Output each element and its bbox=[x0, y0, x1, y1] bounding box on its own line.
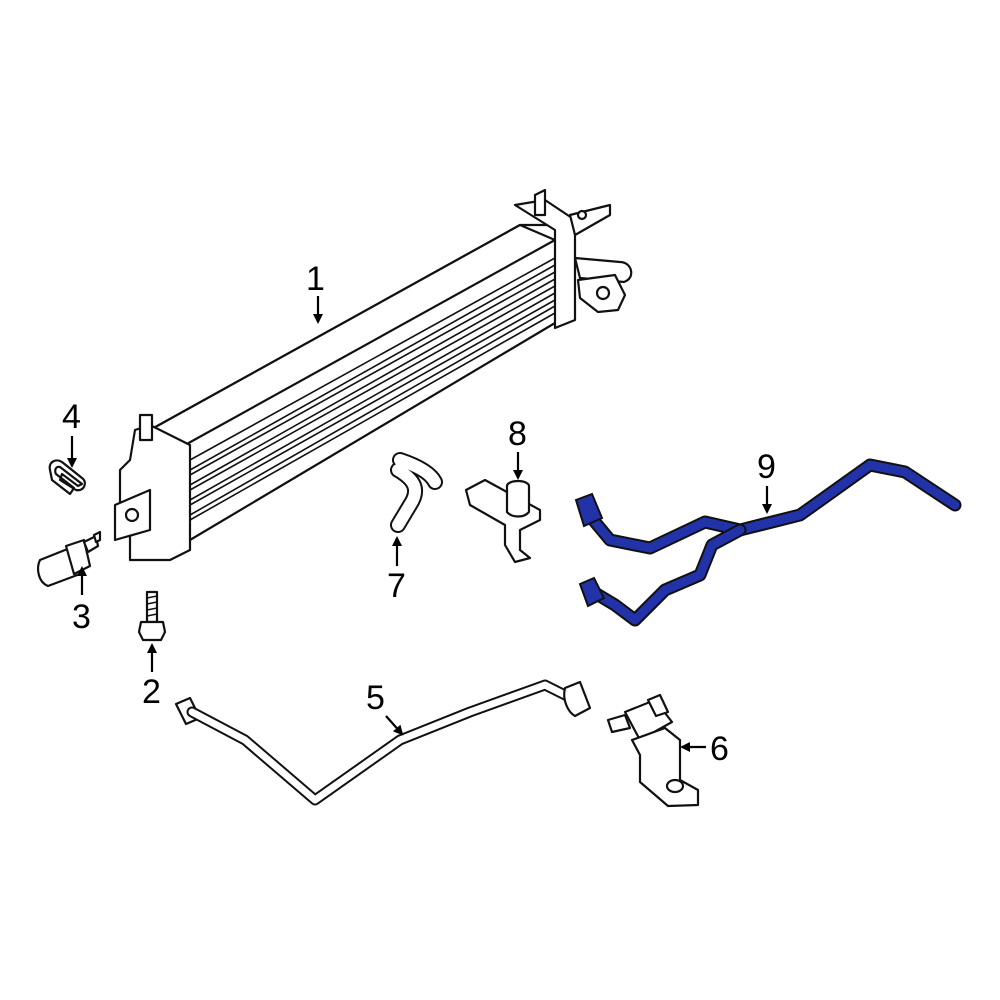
bolt[interactable] bbox=[137, 590, 167, 642]
callout-5: 5 bbox=[366, 679, 404, 736]
retainer-clip[interactable] bbox=[48, 459, 86, 496]
cooler-lines-highlighted[interactable] bbox=[574, 458, 962, 627]
callout-1: 1 bbox=[306, 260, 325, 324]
svg-text:3: 3 bbox=[72, 598, 91, 636]
svg-text:6: 6 bbox=[710, 730, 729, 768]
callout-2: 2 bbox=[142, 643, 161, 711]
svg-text:2: 2 bbox=[142, 673, 161, 711]
oil-cooler[interactable] bbox=[113, 188, 633, 562]
svg-text:1: 1 bbox=[306, 260, 325, 298]
fitting[interactable] bbox=[37, 530, 102, 588]
callout-7: 7 bbox=[387, 536, 406, 605]
svg-text:5: 5 bbox=[366, 679, 385, 717]
cooler-line[interactable] bbox=[174, 679, 592, 806]
callout-8: 8 bbox=[508, 415, 527, 480]
svg-text:9: 9 bbox=[757, 448, 776, 486]
hose[interactable] bbox=[390, 452, 443, 533]
svg-text:7: 7 bbox=[387, 567, 406, 605]
valve[interactable] bbox=[606, 693, 700, 808]
callout-3: 3 bbox=[72, 566, 91, 636]
svg-text:8: 8 bbox=[508, 415, 527, 453]
callout-6: 6 bbox=[680, 730, 729, 768]
callout-4: 4 bbox=[62, 398, 81, 468]
callout-9: 9 bbox=[757, 448, 776, 514]
svg-text:4: 4 bbox=[62, 398, 81, 436]
bracket[interactable] bbox=[464, 478, 542, 564]
